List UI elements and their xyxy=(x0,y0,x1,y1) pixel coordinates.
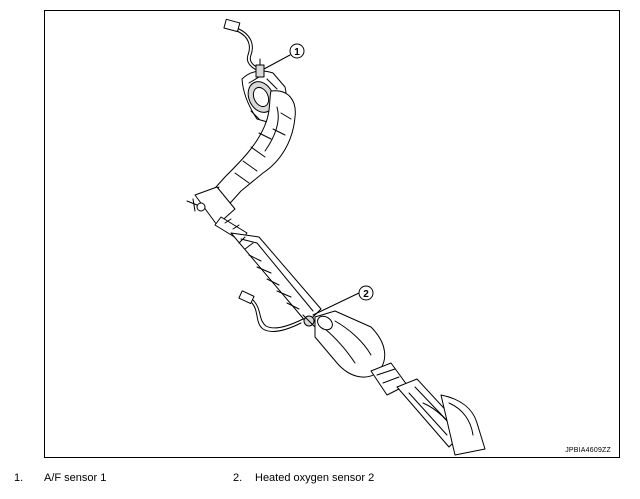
middle-pipe xyxy=(230,232,322,324)
heated-oxygen-sensor-2 xyxy=(302,314,316,328)
exhaust-manifold-flange xyxy=(241,70,287,124)
legend-number: 1. xyxy=(14,472,24,484)
figure-code: JPBIA4609ZZ xyxy=(565,447,611,454)
flange-joint xyxy=(186,186,248,242)
tail-pipe xyxy=(396,378,486,456)
catalytic-converter xyxy=(314,310,386,378)
callout-1-leader xyxy=(263,54,291,70)
legend-label: Heated oxygen sensor 2 xyxy=(255,472,375,484)
svg-text:2: 2 xyxy=(363,289,369,300)
af-sensor-1 xyxy=(255,58,265,78)
legend-label: A/F sensor 1 xyxy=(44,472,107,484)
figure-frame: 1 2 JPBIA4609ZZ xyxy=(44,10,620,458)
callout-1: 1 xyxy=(289,43,305,59)
af-sensor-1-harness xyxy=(223,18,262,72)
legend-item-af-sensor-1: 1. A/F sensor 1 xyxy=(14,472,106,484)
legend-item-heated-oxygen-sensor-2: 2. Heated oxygen sensor 2 xyxy=(233,472,374,484)
callout-2: 2 xyxy=(358,285,374,301)
exhaust-system-diagram: 1 2 xyxy=(186,18,486,456)
front-exhaust-pipe xyxy=(206,90,296,212)
heated-oxygen-sensor-2-harness xyxy=(238,290,304,332)
legend-number: 2. xyxy=(233,472,243,484)
svg-text:1: 1 xyxy=(294,47,300,58)
callout-2-leader xyxy=(312,292,360,316)
